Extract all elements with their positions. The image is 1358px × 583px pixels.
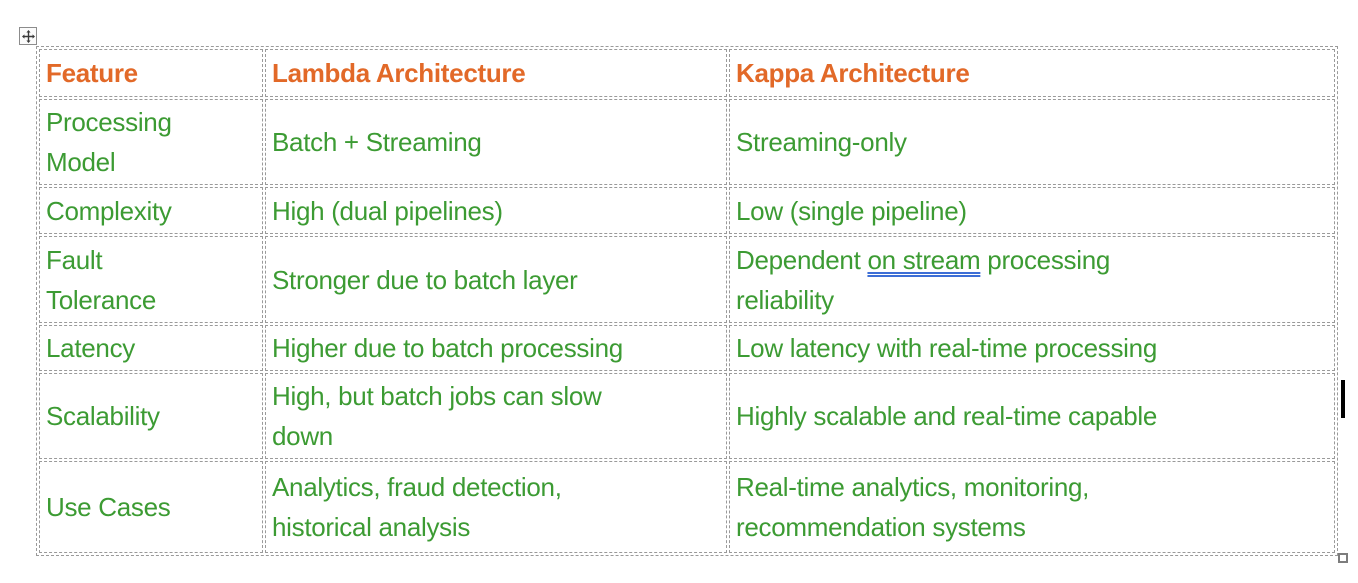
cell-text: High, but batch jobs can slow [272, 381, 602, 411]
table-row-complexity: Complexity High (dual pipelines) Low (si… [39, 187, 1335, 234]
cell-text: down [272, 421, 333, 451]
header-label-kappa: Kappa Architecture [736, 58, 970, 88]
cell-kappa[interactable]: Highly scalable and real-time capable [729, 373, 1335, 459]
cell-feature[interactable]: Latency [39, 325, 263, 371]
cell-text: Model [46, 147, 116, 177]
cell-text: Stronger due to batch layer [272, 264, 578, 295]
cell-text: Scalability [46, 401, 160, 431]
table-row-scalability: Scalability High, but batch jobs can slo… [39, 373, 1335, 459]
cell-kappa[interactable]: Dependent on stream processing reliabilit… [729, 236, 1335, 323]
cell-text: High (dual pipelines) [272, 195, 503, 226]
cell-lambda[interactable]: High (dual pipelines) [265, 187, 727, 234]
cell-text: recommendation systems [736, 512, 1026, 542]
cell-text: Complexity [46, 195, 172, 226]
table-resize-handle[interactable] [1338, 553, 1348, 563]
text-cursor [1341, 380, 1345, 418]
cell-lambda[interactable]: Batch + Streaming [265, 99, 727, 185]
header-label-feature: Feature [46, 58, 138, 88]
table-move-handle[interactable] [19, 27, 37, 45]
cell-text: Fault [46, 244, 103, 275]
header-label-lambda: Lambda Architecture [272, 58, 526, 88]
cell-lambda[interactable]: Analytics, fraud detection, historical an… [265, 461, 727, 553]
table-row-use-cases: Use Cases Analytics, fraud detection, his… [39, 461, 1335, 553]
cell-kappa[interactable]: Low latency with real-time processing [729, 325, 1335, 371]
cell-kappa[interactable]: Real-time analytics, monitoring, recommen… [729, 461, 1335, 553]
cell-text: processing [980, 244, 1111, 275]
header-cell-feature[interactable]: Feature [39, 49, 263, 97]
cell-lambda[interactable]: Higher due to batch processing [265, 325, 727, 371]
cell-text: Low latency with real-time processing [736, 333, 1157, 363]
cell-text: historical analysis [272, 512, 471, 542]
cell-text: Use Cases [46, 492, 171, 522]
cell-text: Highly scalable and real-time capable [736, 401, 1158, 431]
cell-lambda[interactable]: Stronger due to batch layer [265, 236, 727, 323]
move-arrows-icon [21, 29, 35, 43]
cell-kappa[interactable]: Low (single pipeline) [729, 187, 1335, 234]
cell-feature[interactable]: Use Cases [39, 461, 263, 553]
table-header-row: Feature Lambda Architecture Kappa Archit… [39, 49, 1335, 97]
cell-text: Low (single pipeline) [736, 195, 967, 226]
cell-text: Latency [46, 333, 135, 363]
cell-text: Real-time analytics, monitoring, [736, 472, 1090, 502]
cell-kappa[interactable]: Streaming-only [729, 99, 1335, 185]
cell-text: Streaming-only [736, 127, 907, 157]
header-cell-lambda[interactable]: Lambda Architecture [265, 49, 727, 97]
table-row-latency: Latency Higher due to batch processing L… [39, 325, 1335, 371]
cell-lambda[interactable]: High, but batch jobs can slow down [265, 373, 727, 459]
cell-text: reliability [736, 284, 834, 315]
cell-feature[interactable]: Scalability [39, 373, 263, 459]
cell-text: Analytics, fraud detection, [272, 472, 562, 502]
comparison-table: Feature Lambda Architecture Kappa Archit… [36, 46, 1338, 556]
header-cell-kappa[interactable]: Kappa Architecture [729, 49, 1335, 97]
cell-text: Batch + Streaming [272, 127, 482, 157]
cell-text: Dependent [736, 244, 868, 275]
cell-text: Higher due to batch processing [272, 333, 623, 363]
cell-text: Tolerance [46, 284, 157, 315]
grammar-suggestion-underline[interactable]: on stream [867, 244, 981, 275]
cell-text: Processing [46, 107, 172, 137]
cell-feature[interactable]: Complexity [39, 187, 263, 234]
